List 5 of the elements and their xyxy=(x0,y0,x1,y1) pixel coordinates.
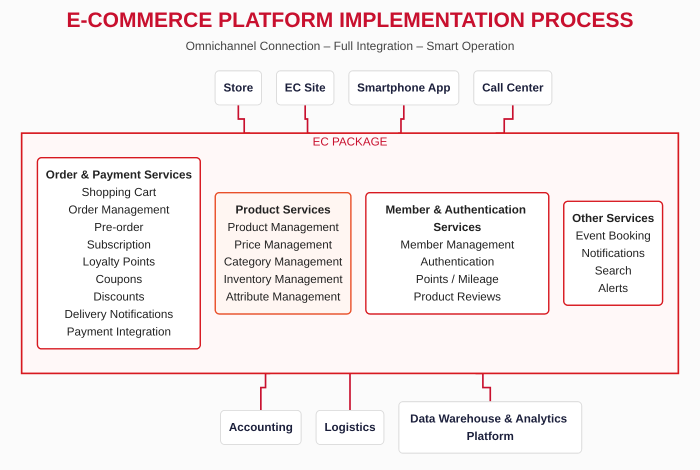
connector xyxy=(304,104,310,134)
connector xyxy=(398,104,405,134)
subtitle-text: Omnichannel Connection – Full Integration – Smart Operation xyxy=(186,38,514,54)
diagram-title: E-COMMERCE PLATFORM IMPLEMENTATION PROCESS xyxy=(66,8,634,34)
connector xyxy=(349,372,351,412)
